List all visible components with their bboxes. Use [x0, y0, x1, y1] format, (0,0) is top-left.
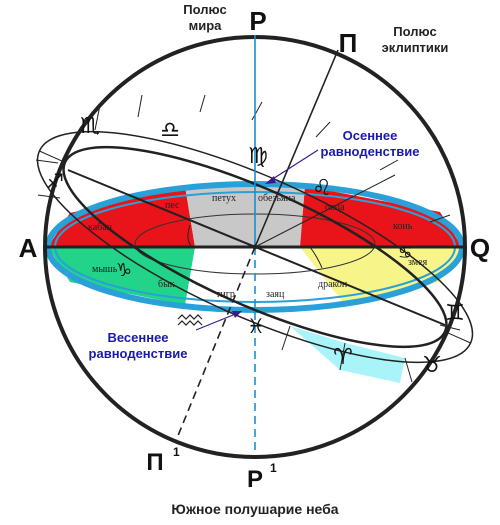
animal-zmeya: змея — [408, 257, 428, 268]
ecliptic-axis-lower — [174, 246, 256, 444]
ecliptic-pole-letter: П — [339, 28, 358, 58]
sector-red-left — [48, 186, 195, 247]
cancer-icon: ♋ — [398, 243, 412, 262]
angle-arc-right — [309, 246, 323, 269]
capricorn-icon: ♑ — [116, 260, 132, 281]
animal-kon: конь — [393, 221, 413, 232]
animal-kaban: кабан — [88, 222, 113, 233]
animal-tigr: тигр — [216, 289, 235, 300]
spring-equinox-line2: равноденствие — [89, 346, 188, 361]
ecliptic-south-sup: 1 — [173, 445, 180, 459]
aquarius-icon — [177, 314, 203, 326]
sector-red-right — [300, 186, 462, 247]
south-pole-sup: 1 — [270, 461, 277, 475]
spring-equinox-arrowhead — [232, 311, 242, 318]
gemini-icon: ♊ — [445, 301, 465, 326]
sagittarius-icon: ♐ — [46, 169, 64, 193]
scorpio-icon: ♏ — [80, 114, 100, 139]
north-pole-letter: P — [249, 6, 266, 36]
autumn-equinox-pointer — [267, 149, 319, 183]
ecliptic-south-letter: П — [146, 449, 163, 476]
north-pole-title-line1: Полюс — [183, 2, 226, 17]
south-pole-letter: P — [247, 466, 263, 493]
taurus-icon: ♉ — [422, 353, 442, 378]
sector-yellow — [300, 247, 462, 305]
ecliptic-pole-title-line2: эклиптики — [382, 40, 449, 55]
libra-icon: ♎ — [160, 118, 180, 143]
spring-equinox-line1: Весеннее — [107, 330, 168, 345]
north-pole-title-line2: мира — [189, 18, 223, 33]
west-letter: Q — [470, 233, 490, 263]
ecliptic-circle — [62, 145, 448, 349]
ecliptic-pole-title-line1: Полюс — [393, 24, 436, 39]
animal-obezyana: обезьяна — [258, 193, 296, 204]
animal-drakon: дракон — [318, 279, 348, 290]
sphere-center — [252, 244, 258, 250]
leo-icon: ♌ — [312, 176, 332, 201]
zodiac-dividers — [35, 94, 461, 383]
ecliptic-axis-upper — [254, 49, 339, 248]
virgo-icon: ♍ — [248, 144, 268, 169]
animal-ovca: овца — [325, 202, 345, 213]
animal-pes: пес — [165, 200, 180, 211]
animal-zayac: заяц — [266, 289, 285, 300]
east-letter: A — [19, 233, 38, 263]
sector-cyan — [290, 326, 405, 383]
spring-equinox-pointer — [195, 312, 239, 331]
autumn-equinox-line2: равноденствие — [321, 144, 420, 159]
aries-icon: ♈ — [333, 345, 353, 370]
ecliptic-spoke — [254, 174, 396, 248]
animal-byk: бык — [158, 279, 175, 290]
pisces-icon: ♓ — [247, 314, 265, 338]
autumn-equinox-arrowhead — [265, 176, 276, 184]
angle-arc-left — [187, 224, 193, 248]
animal-petuh: петух — [212, 193, 236, 204]
bottom-caption: Южное полушарие неба — [171, 501, 338, 517]
autumn-equinox-line1: Осеннее — [343, 128, 398, 143]
animal-mysh: мышь — [92, 264, 118, 275]
